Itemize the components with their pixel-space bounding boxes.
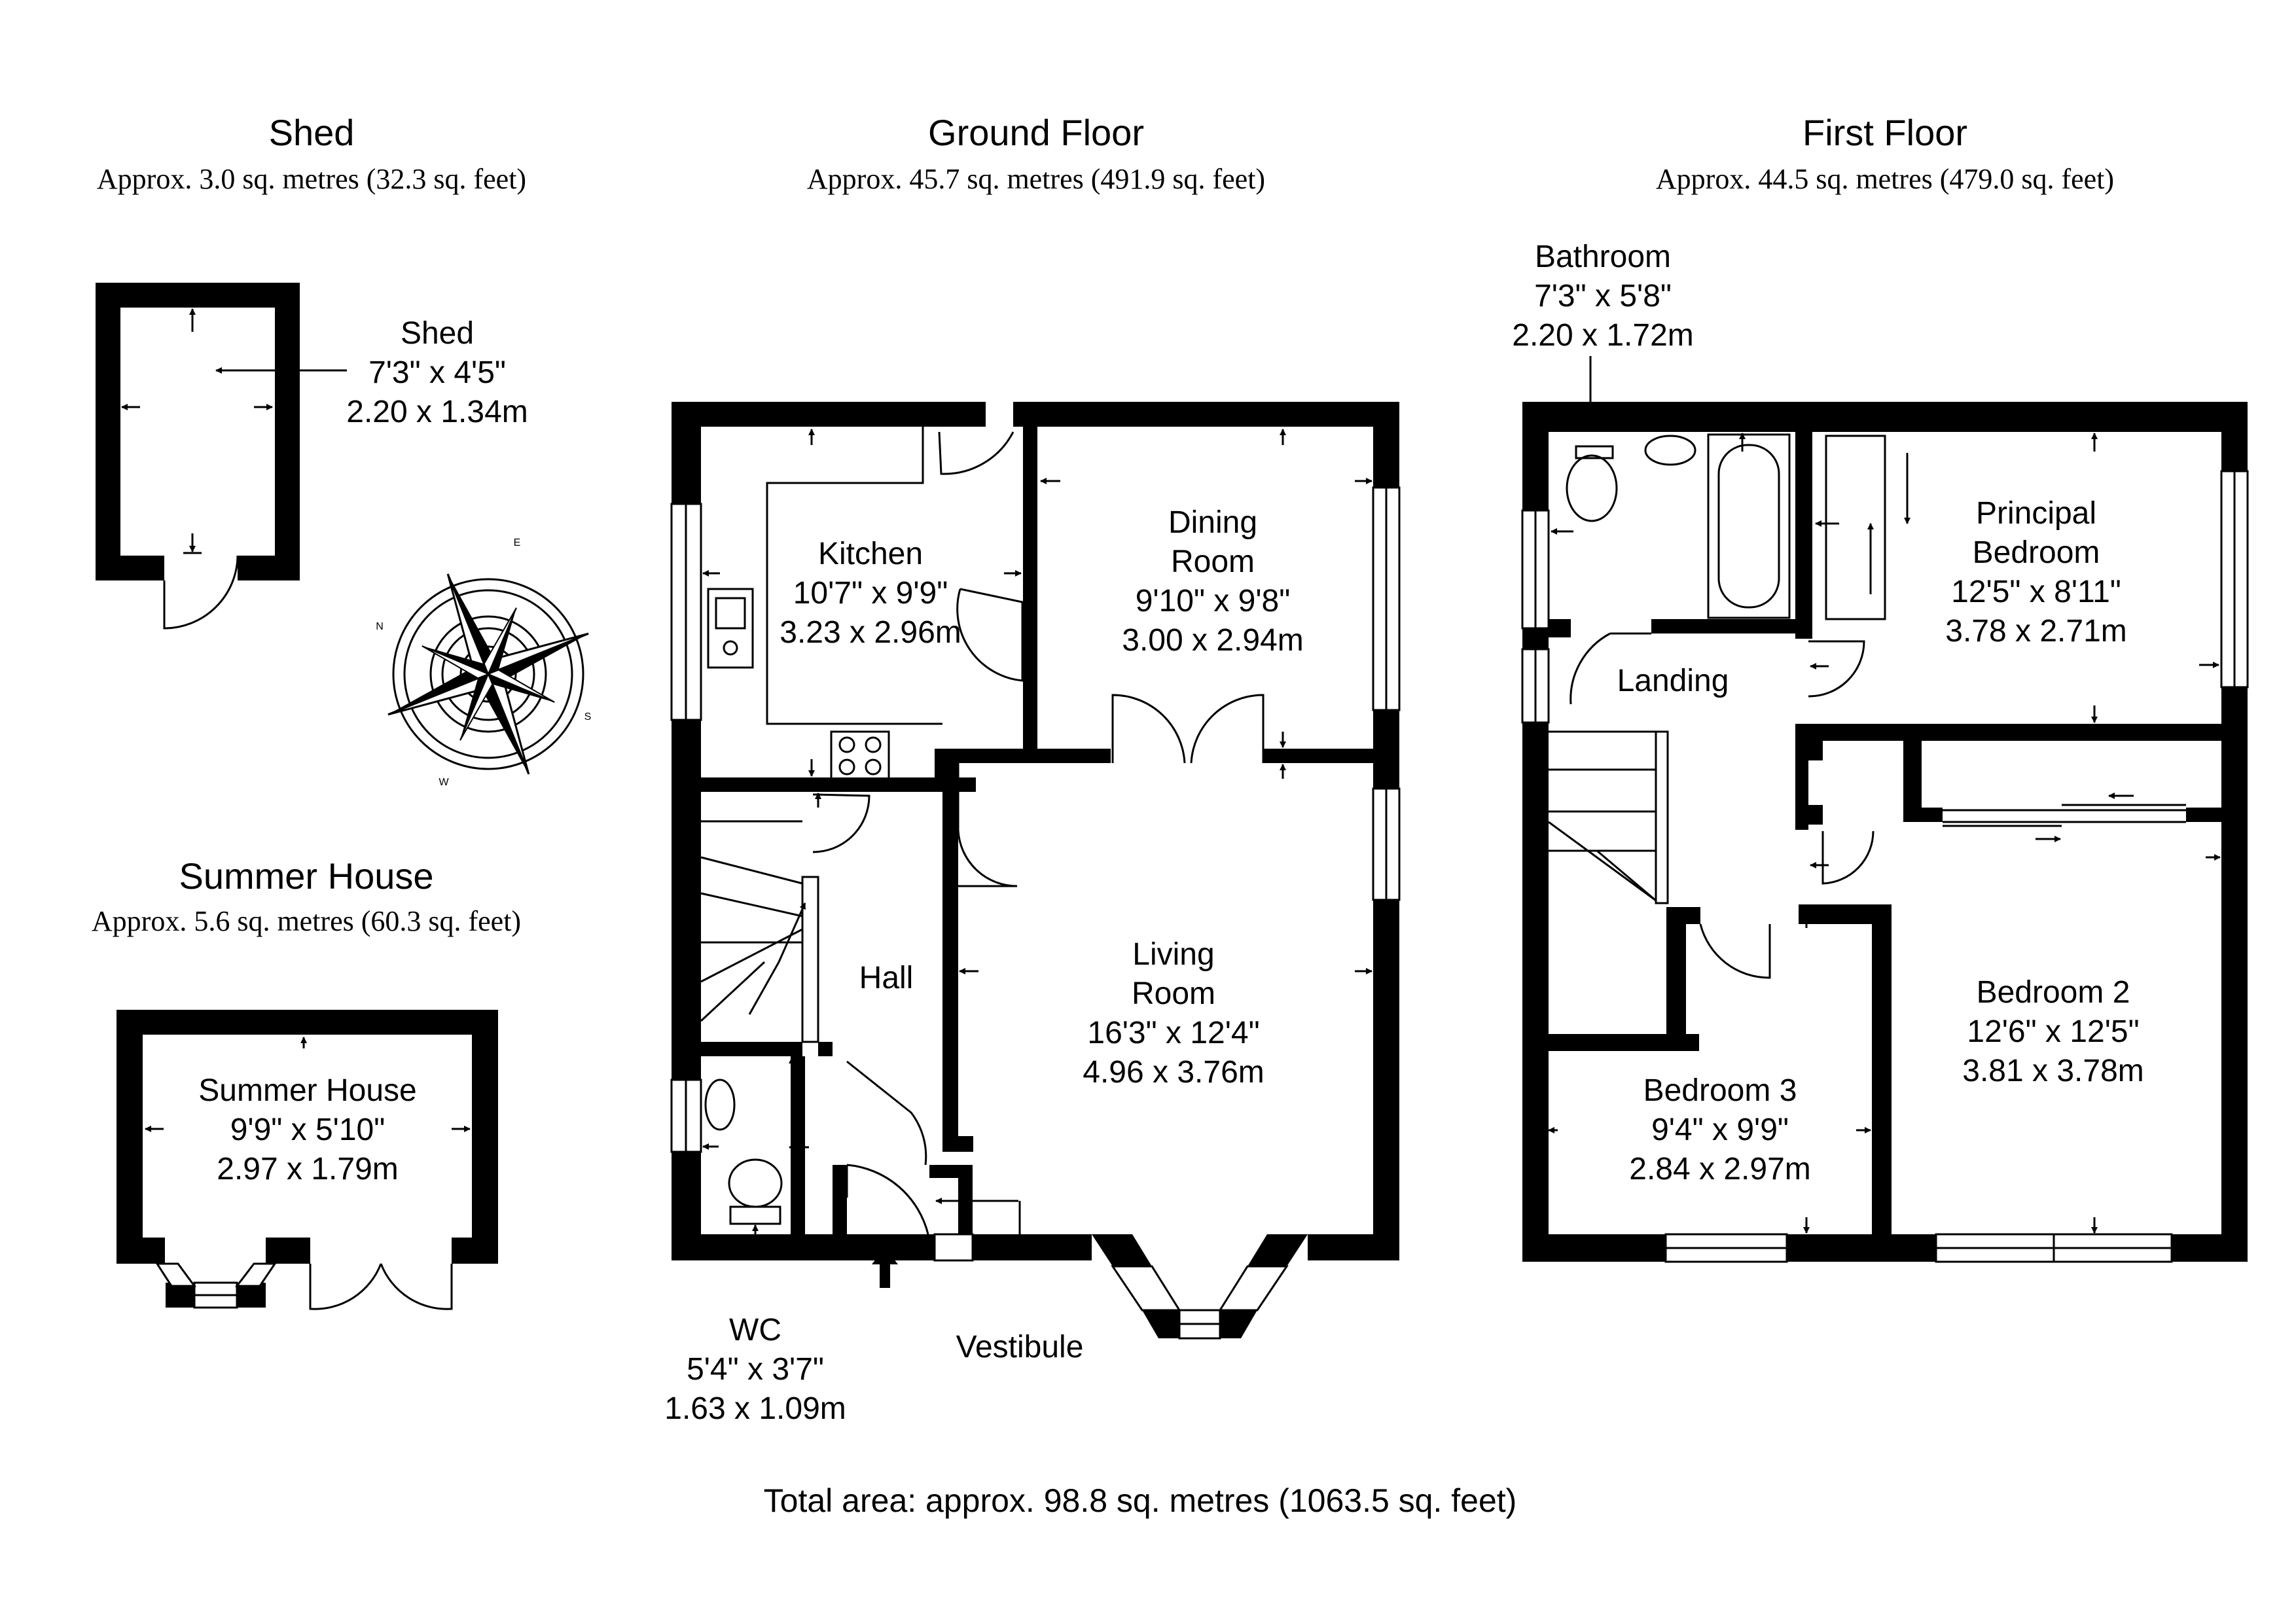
bedroom2-imperial: 12'6" x 12'5" (1967, 1014, 2139, 1049)
dining-name-line1: Dining (1168, 505, 1257, 540)
shed-room-name: Shed (401, 316, 474, 351)
first-floor-area: Approx. 44.5 sq. metres (479.0 sq. feet) (1656, 163, 2114, 195)
shed-dimension-arrows (121, 308, 347, 554)
dining-imperial: 9'10" x 9'8" (1136, 584, 1291, 618)
summer-house-room-metric: 2.97 x 1.79m (217, 1152, 399, 1186)
bedroom3-imperial: 9'4" x 9'9" (1651, 1113, 1789, 1147)
bedroom3-metric: 2.84 x 2.97m (1629, 1152, 1811, 1186)
ground-dimension-arrows (702, 429, 1374, 1247)
bathroom-fittings (1566, 433, 1886, 620)
wc-metric: 1.63 x 1.09m (664, 1391, 846, 1426)
ground-floor-area: Approx. 45.7 sq. metres (491.9 sq. feet) (807, 163, 1265, 195)
wc-name: WC (729, 1313, 781, 1347)
compass-w-label: W (439, 777, 449, 788)
shed-room-imperial: 7'3" x 4'5" (368, 355, 506, 390)
bathroom-name: Bathroom (1535, 240, 1671, 274)
dining-metric: 3.00 x 2.94m (1122, 623, 1304, 658)
bathroom-imperial: 7'3" x 5'8" (1534, 279, 1672, 313)
bedroom2-metric: 3.81 x 3.78m (1962, 1054, 2144, 1088)
ground-floor-plan: Kitchen 10'7" x 9'9" 3.23 x 2.96m Dining… (664, 402, 1401, 1426)
first-stairs (1548, 730, 1669, 904)
wc-imperial: 5'4" x 3'7" (687, 1352, 824, 1387)
compass-n-label: N (376, 621, 384, 632)
total-area: Total area: approx. 98.8 sq. metres (106… (764, 1482, 1517, 1519)
dining-name-line2: Room (1171, 544, 1255, 579)
compass-s-label: S (584, 711, 592, 722)
shed-room-metric: 2.20 x 1.34m (346, 395, 528, 429)
summer-house-section-area: Approx. 5.6 sq. metres (60.3 sq. feet) (92, 905, 521, 937)
summer-house-room-name: Summer House (198, 1073, 416, 1108)
living-imperial: 16'3" x 12'4" (1087, 1016, 1259, 1050)
first-floor-title: First Floor (1803, 112, 1967, 153)
bedroom2-name: Bedroom 2 (1977, 975, 2130, 1010)
living-name-line2: Room (1132, 976, 1215, 1011)
wc-fittings (704, 1079, 783, 1225)
hall-name: Hall (859, 961, 914, 995)
compass-e-label: E (514, 537, 521, 548)
ground-floor-title: Ground Floor (928, 112, 1144, 153)
principal-imperial: 12'5" x 8'11" (1951, 575, 2121, 609)
principal-name-line2: Bedroom (1973, 535, 2100, 570)
bedroom3-name: Bedroom 3 (1643, 1073, 1797, 1108)
first-floor-plan: Bathroom 7'3" x 5'8" 2.20 x 1.72m Princi… (1512, 240, 2249, 1263)
first-dimension-arrows (1548, 356, 2221, 1234)
compass-rose-icon: E S W N (376, 537, 592, 788)
kitchen-metric: 3.23 x 2.96m (780, 615, 961, 650)
principal-metric: 3.78 x 2.71m (1945, 614, 2127, 649)
shed-section-title: Shed (269, 112, 355, 153)
kitchen-units (707, 427, 942, 780)
section-headings: Shed Approx. 3.0 sq. metres (32.3 sq. fe… (92, 112, 2114, 937)
living-name-line1: Living (1132, 937, 1214, 972)
summer-house-plan: Summer House 9'9" x 5'10" 2.97 x 1.79m (117, 1010, 498, 1310)
vestibule-name: Vestibule (956, 1330, 1084, 1364)
living-metric: 4.96 x 3.76m (1083, 1055, 1265, 1090)
shed-plan: Shed 7'3" x 4'5" 2.20 x 1.34m (96, 283, 528, 630)
summer-house-room-imperial: 9'9" x 5'10" (230, 1113, 386, 1147)
bathroom-metric: 2.20 x 1.72m (1512, 318, 1694, 353)
kitchen-imperial: 10'7" x 9'9" (793, 576, 948, 611)
entrance-arrow-icon (872, 1247, 898, 1288)
shed-section-area: Approx. 3.0 sq. metres (32.3 sq. feet) (97, 163, 526, 195)
summer-house-section-title: Summer House (179, 855, 433, 897)
principal-name-line1: Principal (1976, 496, 2096, 531)
kitchen-name: Kitchen (818, 537, 923, 571)
ground-stairs (700, 820, 819, 1043)
landing-name: Landing (1617, 664, 1729, 698)
